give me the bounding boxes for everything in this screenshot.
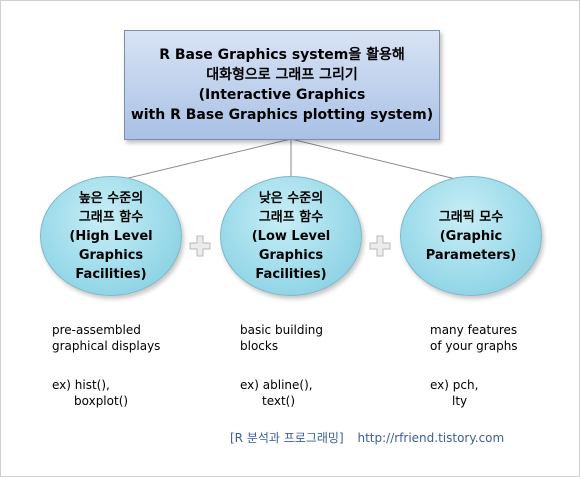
node-label-line: 그래프 함수 [258, 209, 324, 225]
connector-left [111, 138, 292, 183]
title-box: R Base Graphics system을 활용해 대화형으로 그래프 그리… [124, 30, 440, 140]
node-label-line: (High Level [69, 228, 153, 244]
example-line: ex) hist(), [52, 378, 110, 392]
plus-icon [189, 235, 211, 257]
footer-credit: [R 분석과 프로그래밍] http://rfriend.tistory.com [230, 429, 514, 446]
node-high-level: 높은 수준의 그래프 함수 (High Level Graphics Facil… [40, 176, 182, 296]
description-line: of your graphs [430, 339, 518, 353]
title-line: (Interactive Graphics [198, 87, 366, 103]
plus-icon [369, 235, 391, 257]
example-line: lty [452, 394, 468, 408]
node-label-line: Facilities) [255, 266, 327, 282]
node-label-line: Parameters) [425, 247, 517, 263]
node-example: ex) hist(), boxplot() [52, 377, 128, 409]
blog-url[interactable]: http://rfriend.tistory.com [357, 431, 505, 445]
example-line: boxplot() [74, 394, 129, 408]
blog-name: [R 분석과 프로그래밍] [230, 431, 344, 445]
node-low-level: 낮은 수준의 그래프 함수 (Low Level Graphics Facili… [220, 176, 362, 296]
title-line: 대화형으로 그래프 그리기 [206, 67, 358, 83]
description-line: blocks [240, 339, 279, 353]
node-label-line: Graphics [258, 247, 324, 263]
node-example: ex) abline(), text() [240, 377, 313, 409]
node-graphic-parameters: 그래픽 모수 (Graphic Parameters) [400, 176, 542, 296]
node-example: ex) pch, lty [430, 377, 478, 409]
description-line: pre-assembled [52, 323, 141, 337]
node-label-line: (Graphic [439, 228, 503, 244]
node-label-line: (Low Level [251, 228, 331, 244]
node-description: basic building blocks [240, 322, 323, 354]
node-label-line: 낮은 수준의 [258, 190, 324, 206]
description-line: many features [430, 323, 518, 337]
node-label-line: 높은 수준의 [78, 190, 144, 206]
description-line: basic building [240, 323, 324, 337]
node-description: many features of your graphs [430, 322, 518, 354]
description-line: graphical displays [52, 339, 161, 353]
title-line: R Base Graphics system을 활용해 [159, 47, 405, 63]
node-label-line: Graphics [78, 247, 144, 263]
connector-right [290, 138, 469, 183]
node-description: pre-assembled graphical displays [52, 322, 160, 354]
example-line: ex) abline(), [240, 378, 313, 392]
node-label-line: 그래픽 모수 [438, 209, 504, 225]
node-label-line: 그래프 함수 [78, 209, 144, 225]
example-line: ex) pch, [430, 378, 479, 392]
node-label-line: Facilities) [75, 266, 147, 282]
example-line: text() [262, 394, 296, 408]
title-line: with R Base Graphics plotting system) [130, 107, 434, 123]
